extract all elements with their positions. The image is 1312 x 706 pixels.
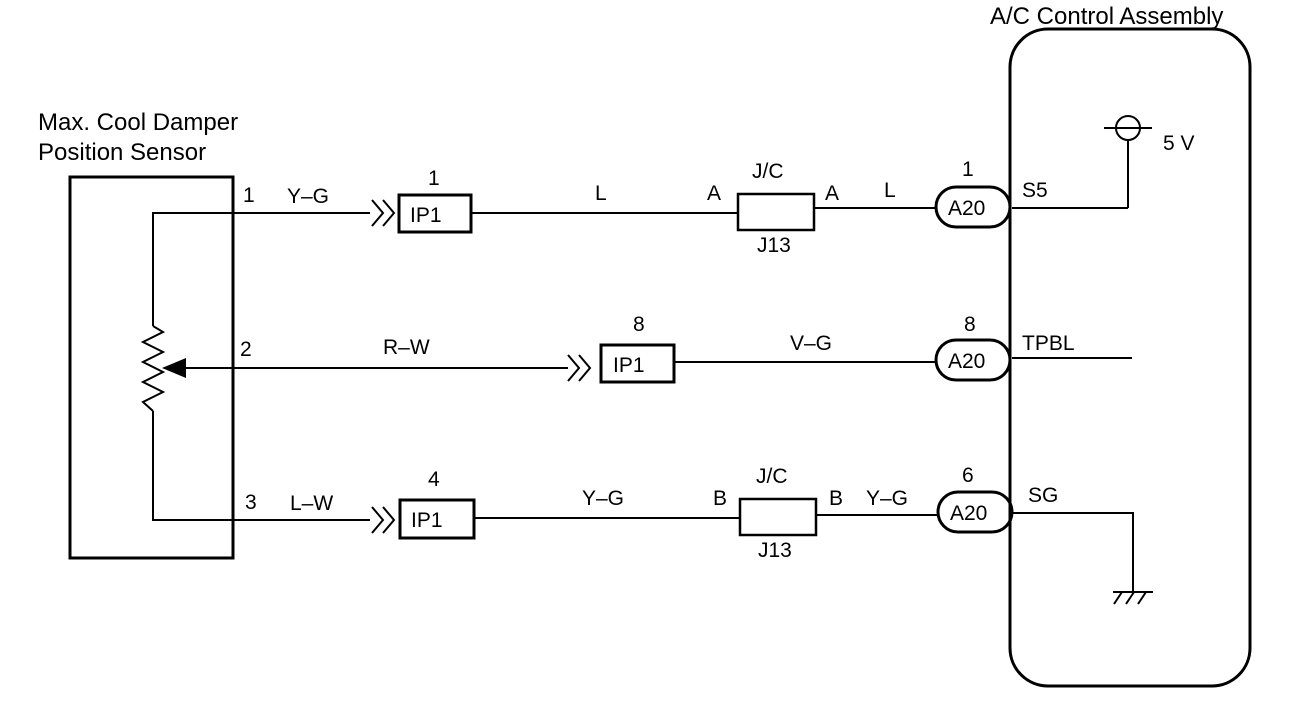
connector-chevron-icon [567, 354, 581, 382]
connector-chevron-icon [382, 199, 396, 227]
supply-voltage: 5 V [1163, 132, 1195, 155]
sensor-pin-2: 2 [240, 338, 252, 361]
pot-lower-lead [152, 411, 233, 521]
a20-pin-8: 8 [964, 313, 976, 336]
ip1-label-row3: IP1 [411, 509, 443, 532]
wire-row3-color-end: Y–G [866, 487, 908, 510]
potentiometer-resistor-icon [140, 325, 166, 412]
terminal-tpbl: TPBL [1022, 332, 1075, 355]
control-assembly-body [1008, 27, 1252, 688]
jc-row3-pin-left: B [713, 487, 727, 510]
terminal-s5: S5 [1022, 179, 1048, 202]
sensor-pin-3: 3 [245, 491, 257, 514]
sensor-pin-1: 1 [243, 184, 255, 207]
control-title: A/C Control Assembly [990, 3, 1223, 30]
ground-hatch [1113, 591, 1123, 605]
wire-row2-color-sensor: R–W [383, 336, 430, 359]
wire-row2-color-mid: V–G [790, 332, 832, 355]
wire-row3-color-mid: Y–G [582, 487, 624, 510]
ip1-pin-8: 8 [633, 313, 645, 336]
jc-row1-pin-left: A [707, 182, 721, 205]
a20-pin-6: 6 [962, 464, 974, 487]
ip1-label-row2: IP1 [613, 354, 645, 377]
wire-row1-color-sensor: Y–G [287, 185, 329, 208]
ip1-pin-1: 1 [428, 167, 440, 190]
wire-row3-color-sensor: L–W [290, 492, 333, 515]
sg-internal-wire [1012, 512, 1134, 592]
ip1-label-row1: IP1 [410, 204, 442, 227]
ip1-connector-row2 [599, 343, 676, 384]
ip1-connector-row3 [398, 498, 476, 540]
ip1-pin-4: 4 [428, 468, 440, 491]
connector-chevron-icon [578, 354, 592, 382]
a20-label-row2: A20 [948, 350, 985, 373]
a20-label-row1: A20 [948, 197, 985, 220]
jc-row3-title: J/C [756, 465, 788, 488]
sensor-title-line1: Max. Cool Damper [38, 109, 238, 136]
connector-chevron-icon [382, 506, 396, 534]
junction-connector-row3 [738, 497, 818, 537]
ip1-connector-row1 [397, 193, 473, 234]
wire-row1-color-mid: L [595, 182, 607, 205]
ground-hatch [1137, 591, 1147, 605]
connector-chevron-icon [371, 199, 385, 227]
jc-row3-pin-right: B [829, 487, 843, 510]
a20-pin-1: 1 [962, 158, 974, 181]
pot-upper-lead [152, 212, 233, 326]
wiper-arrow-icon [162, 358, 186, 378]
sensor-title-line2: Position Sensor [38, 139, 206, 166]
terminal-sg: SG [1028, 484, 1058, 507]
jc-row1-name: J13 [757, 234, 791, 257]
junction-connector-row1 [736, 192, 816, 232]
ground-hatch [1125, 591, 1135, 605]
jc-row1-title: J/C [752, 160, 784, 183]
connector-chevron-icon [371, 506, 385, 534]
jc-row3-name: J13 [758, 539, 792, 562]
wire-row1-color-end: L [884, 179, 896, 202]
a20-label-row3: A20 [950, 502, 987, 525]
jc-row1-pin-right: A [825, 182, 839, 205]
